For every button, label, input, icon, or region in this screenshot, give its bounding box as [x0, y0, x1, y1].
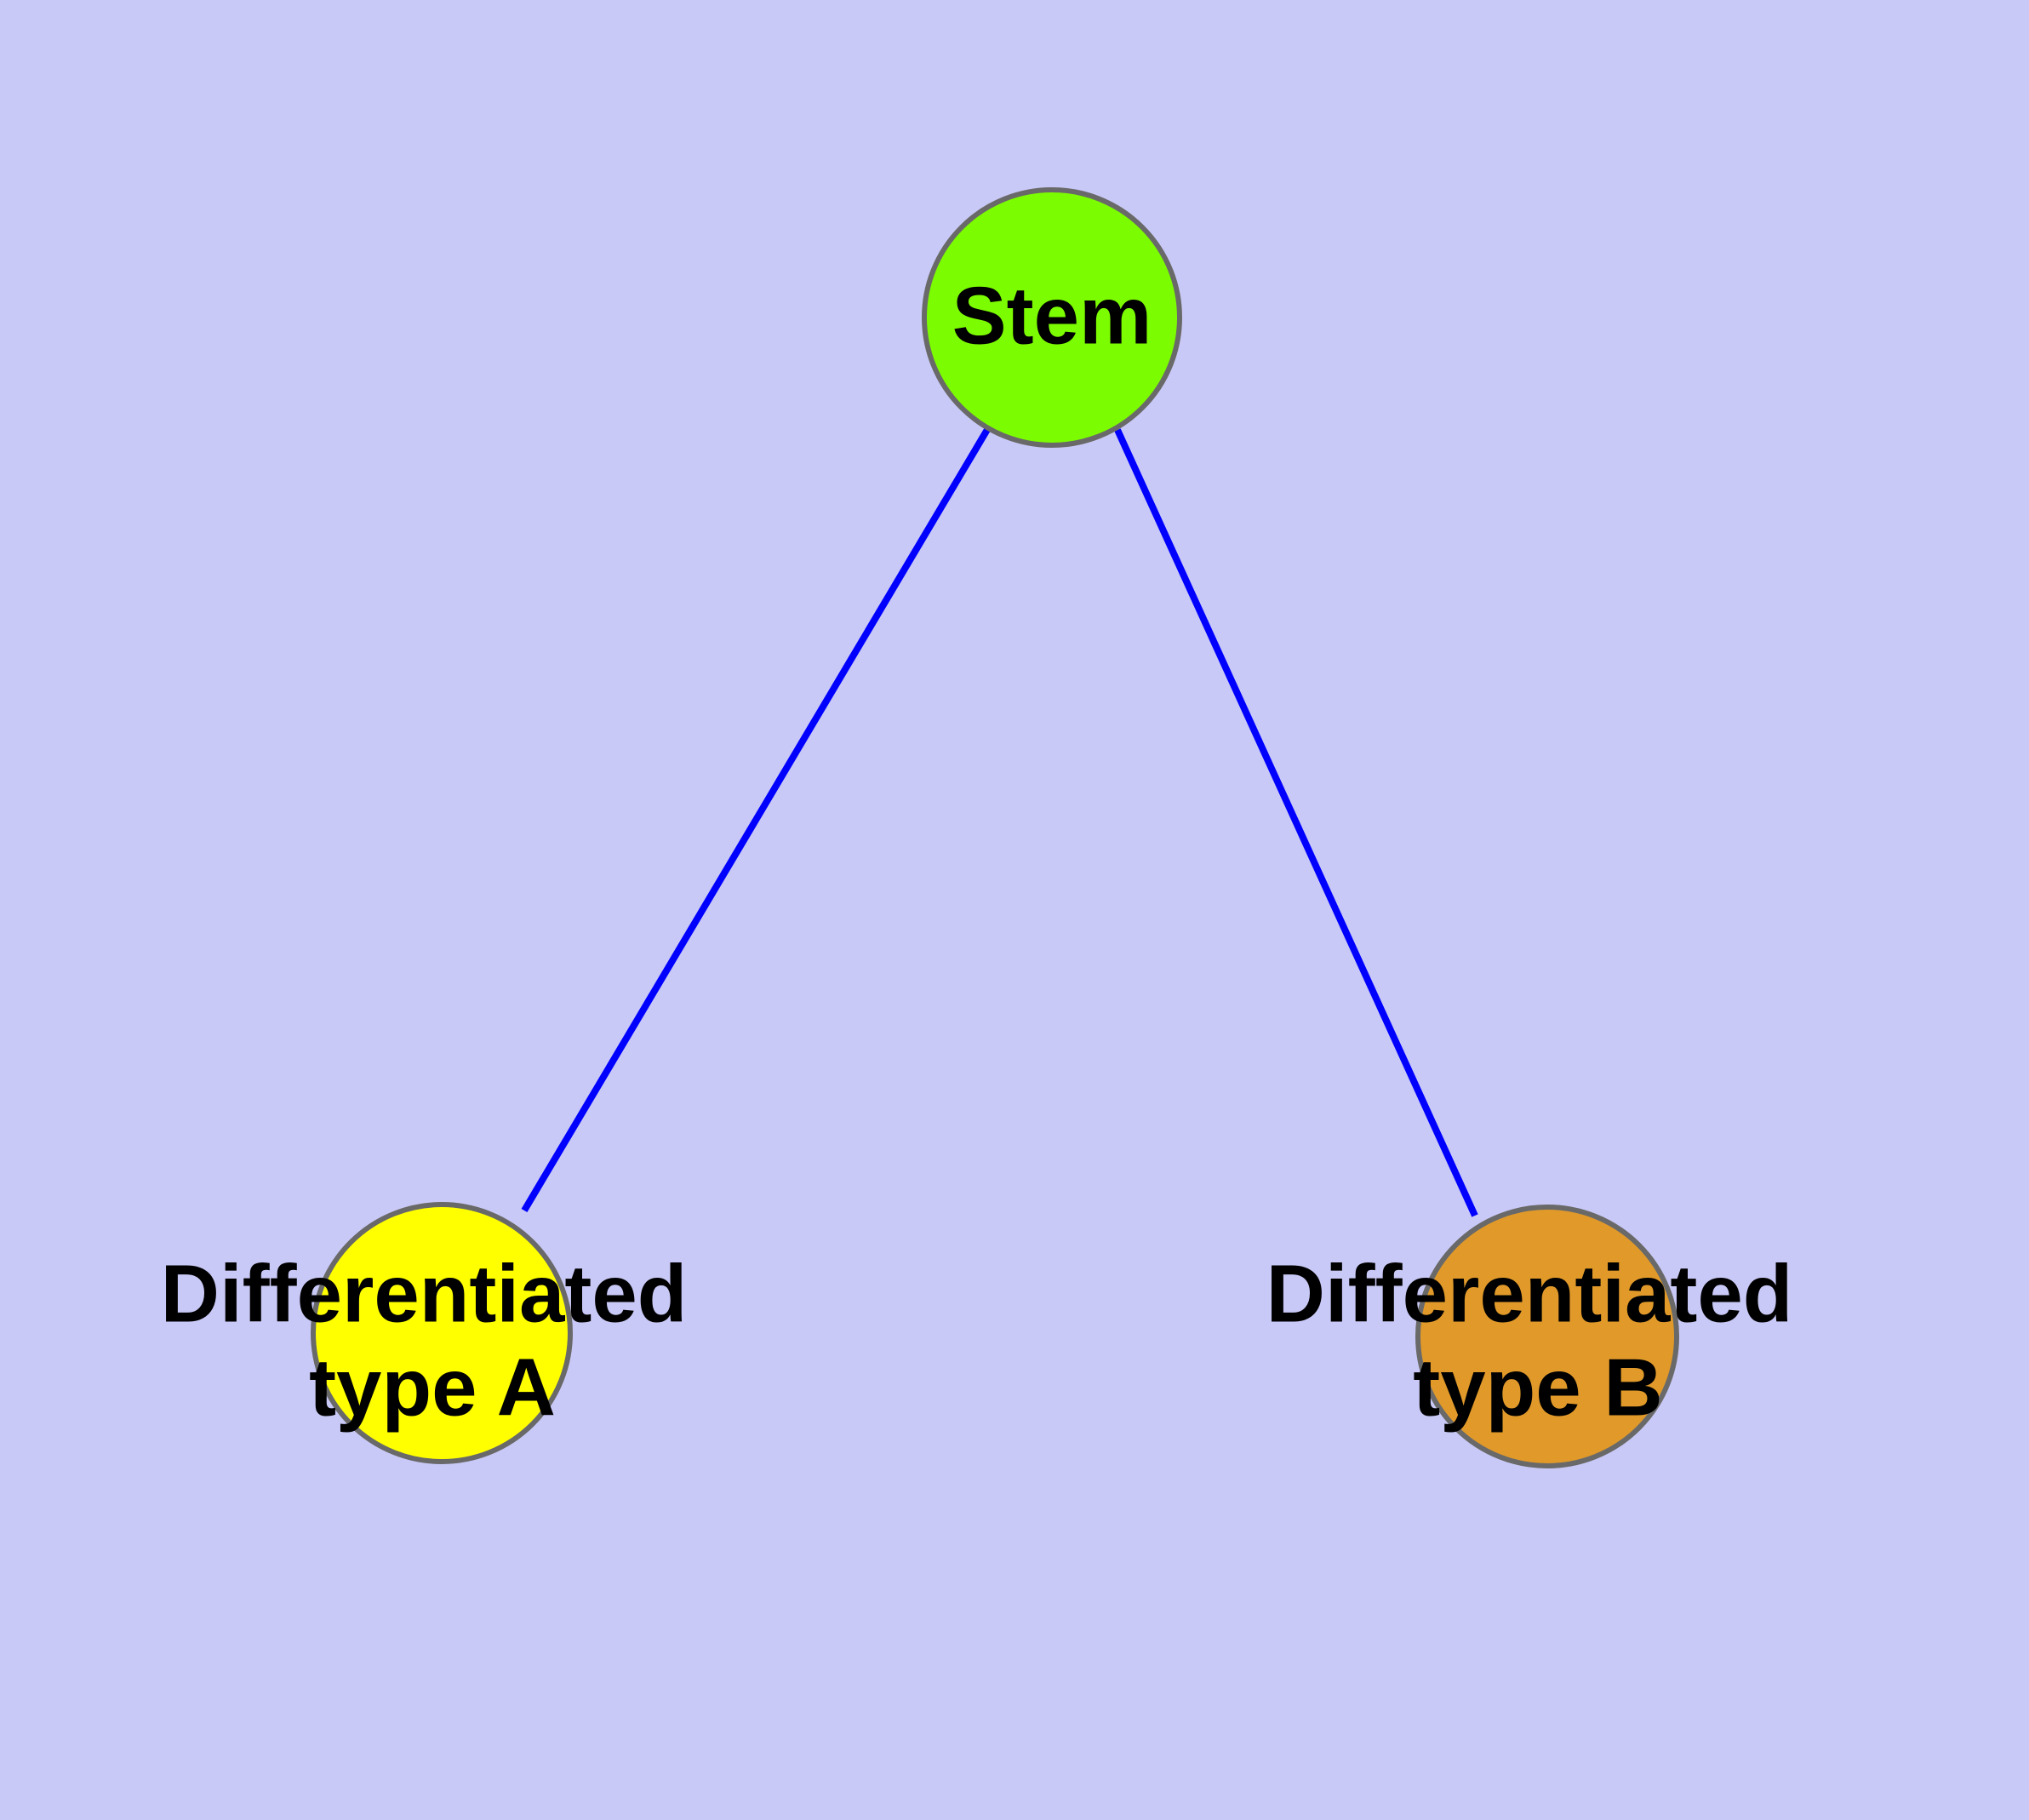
node-layer [311, 187, 1679, 1468]
node-differentiated-type-b-circle[interactable] [1415, 1205, 1679, 1468]
node-differentiated-type-a-circle[interactable] [311, 1202, 573, 1464]
node-differentiated-type-b-label-line2: type B [1413, 1342, 1662, 1433]
node-differentiated-type-a[interactable] [311, 1202, 573, 1464]
node-differentiated-type-b-label-line1: Differentiated [1266, 1248, 1793, 1339]
edge-stem-to-differentiated-type-b[interactable] [1114, 428, 1478, 1217]
node-stem-label: Stem [952, 270, 1152, 361]
edge-stem-to-differentiated-type-a[interactable] [521, 426, 992, 1213]
node-stem-circle[interactable] [922, 187, 1182, 448]
label-layer: Stem Differentiated type A Differentiate… [161, 270, 1793, 1433]
node-differentiated-type-a-label-line1: Differentiated [161, 1248, 688, 1339]
edge-layer [521, 426, 1478, 1217]
node-stem[interactable] [922, 187, 1182, 448]
node-differentiated-type-a-label-line2: type A [309, 1342, 556, 1433]
node-differentiated-type-b[interactable] [1415, 1205, 1679, 1468]
